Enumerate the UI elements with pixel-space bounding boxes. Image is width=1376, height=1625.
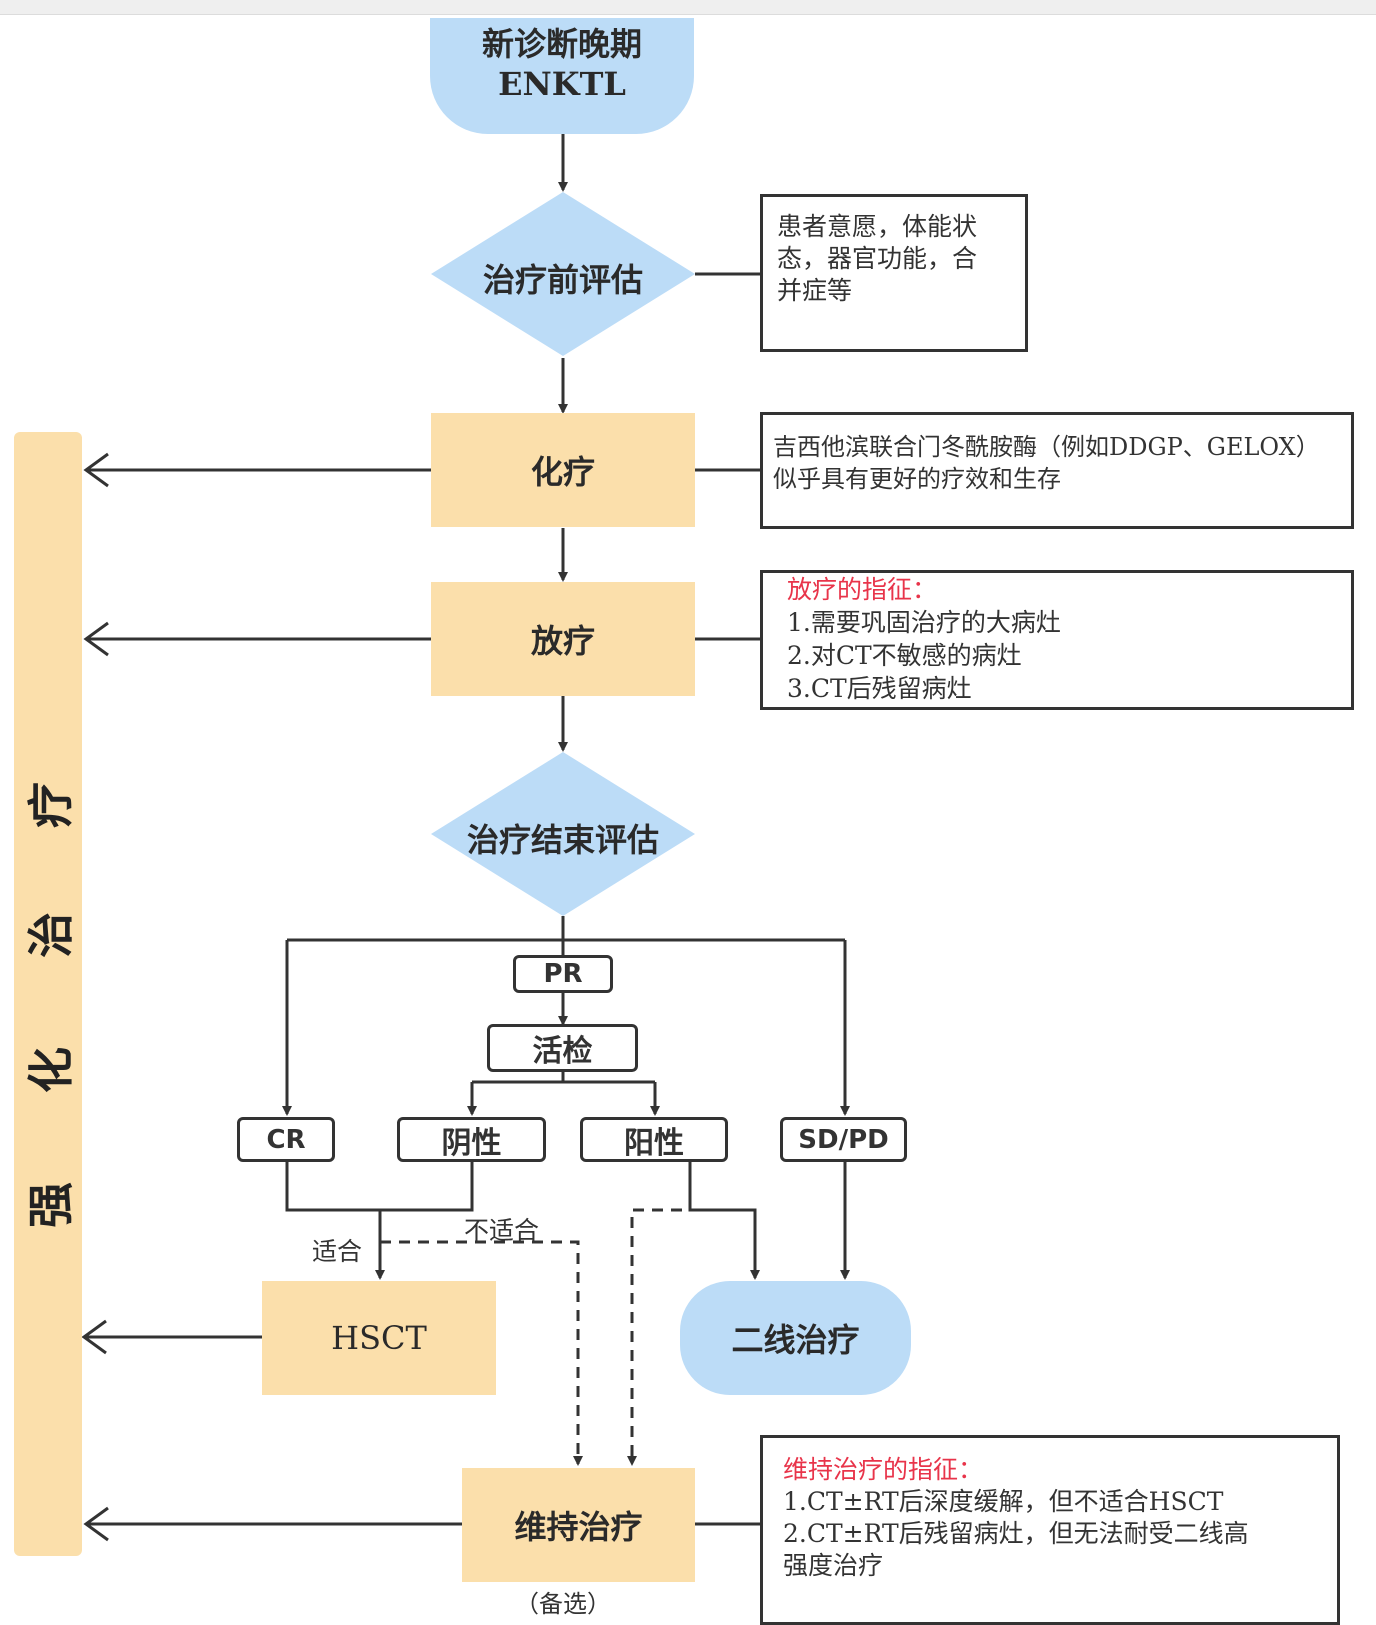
positive-label: 阳性 [624,1125,684,1161]
chemo-node: 化疗 [431,413,695,527]
sdpd-box: SD/PD [780,1117,907,1162]
pre-eval-note-line: 态，器官功能，合 [777,244,978,273]
end-eval-label: 治疗结束评估 [466,821,659,859]
top-edge [0,0,1376,15]
sdpd-label: SD/PD [798,1124,889,1155]
intensive-treatment-bar: 强 化 治 疗 [14,432,82,1556]
positive-box: 阳性 [580,1117,728,1162]
pre-eval-note-line: 并症等 [777,276,853,305]
radio-node: 放疗 [431,582,695,696]
biopsy-label: 活检 [532,1034,593,1069]
cr-label: CR [266,1124,306,1155]
cr-box: CR [237,1117,335,1162]
radio-note-title: 放疗的指征： [787,575,938,604]
pr-box: PR [513,955,613,993]
start-node-label: 新诊断晚期ENKTL [481,25,642,103]
biopsy-box: 活检 [487,1024,638,1072]
side-char: 强 [24,1182,78,1228]
maintenance-note-item: 强度治疗 [783,1551,884,1580]
pr-label: PR [543,959,583,989]
chemo-note: 吉西他滨联合门冬酰胺酶（例如DDGP、GELOX） 似乎具有更好的疗效和生存 [760,412,1354,529]
radio-note-item: 3.CT后残留病灶 [787,674,972,703]
dashed-positive-to-maint [627,1208,682,1466]
hsct-node: HSCT [262,1281,496,1395]
chemo-label: 化疗 [530,453,595,491]
radio-note-item: 1.需要巩固治疗的大病灶 [787,608,1061,637]
maintenance-note-item: 2.CT±RT后残留病灶，但无法耐受二线高 [783,1519,1249,1548]
second-line-label: 二线治疗 [731,1321,860,1359]
side-char: 疗 [24,782,78,828]
suitable-label: 适合 [312,1237,363,1266]
pre-eval-note: 患者意愿，体能状 态，器官功能，合 并症等 [760,194,1028,352]
radio-note-item: 2.对CT不敏感的病灶 [787,641,1022,670]
start-node: 新诊断晚期ENKTL [430,18,694,134]
pre-eval-note-line: 患者意愿，体能状 [777,212,978,241]
radio-label: 放疗 [530,622,595,660]
radio-note: 放疗的指征： 1.需要巩固治疗的大病灶 2.对CT不敏感的病灶 3.CT后残留病… [760,570,1354,710]
hsct-label: HSCT [331,1319,427,1357]
chemo-note-line: 似乎具有更好的疗效和生存 [773,465,1061,493]
maintenance-note: 维持治疗的指征： 1.CT±RT后深度缓解，但不适合HSCT 2.CT±RT后残… [760,1435,1340,1625]
second-line-node: 二线治疗 [680,1281,911,1395]
maintenance-note-item: 1.CT±RT后深度缓解，但不适合HSCT [783,1487,1224,1516]
chemo-note-line: 吉西他滨联合门冬酰胺酶（例如DDGP、GELOX） [773,433,1320,461]
pre-eval-diamond [431,192,695,356]
end-eval-diamond [431,752,695,916]
negative-box: 阴性 [397,1117,546,1162]
not-suitable-label: 不适合 [464,1216,540,1245]
maintenance-note-title: 维持治疗的指征： [783,1455,984,1484]
side-char: 化 [24,1047,78,1093]
side-char: 治 [24,912,78,958]
optional-label: （备选） [515,1590,611,1618]
maintenance-label: 维持治疗 [514,1508,643,1546]
negative-label: 阴性 [441,1125,502,1161]
dashed-not-suitable [380,1240,583,1466]
maintenance-node: 维持治疗 [462,1468,695,1582]
pre-eval-label: 治疗前评估 [482,261,643,299]
